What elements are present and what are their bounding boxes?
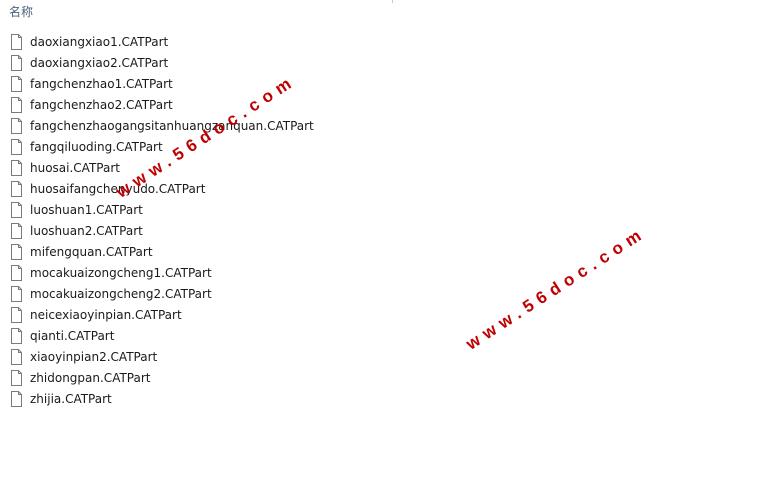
file-name[interactable]: luoshuan2.CATPart: [30, 223, 143, 238]
file-item[interactable]: luoshuan1.CATPart: [11, 199, 314, 220]
document-icon: [11, 33, 22, 50]
document-icon: [11, 201, 22, 218]
file-item[interactable]: mocakuaizongcheng2.CATPart: [11, 283, 314, 304]
document-icon: [11, 348, 22, 365]
file-name[interactable]: zhijia.CATPart: [30, 391, 112, 406]
file-item[interactable]: fangqiluoding.CATPart: [11, 136, 314, 157]
file-item[interactable]: huosaifangchenyudo.CATPart: [11, 178, 314, 199]
file-item[interactable]: luoshuan2.CATPart: [11, 220, 314, 241]
file-item[interactable]: zhidongpan.CATPart: [11, 367, 314, 388]
file-name[interactable]: daoxiangxiao1.CATPart: [30, 34, 169, 49]
document-icon: [11, 96, 22, 113]
file-item[interactable]: neicexiaoyinpian.CATPart: [11, 304, 314, 325]
file-name[interactable]: huosaifangchenyudo.CATPart: [30, 181, 206, 196]
file-item[interactable]: mifengquan.CATPart: [11, 241, 314, 262]
file-item[interactable]: zhijia.CATPart: [11, 388, 314, 409]
file-item[interactable]: huosai.CATPart: [11, 157, 314, 178]
file-name[interactable]: mocakuaizongcheng1.CATPart: [30, 265, 212, 280]
file-name[interactable]: luoshuan1.CATPart: [30, 202, 143, 217]
document-icon: [11, 138, 22, 155]
document-icon: [11, 285, 22, 302]
file-item[interactable]: fangchenzhao1.CATPart: [11, 73, 314, 94]
document-icon: [11, 75, 22, 92]
column-header-name[interactable]: 名称: [9, 5, 34, 19]
file-name[interactable]: qianti.CATPart: [30, 328, 115, 343]
file-item[interactable]: fangchenzhao2.CATPart: [11, 94, 314, 115]
document-icon: [11, 222, 22, 239]
file-name[interactable]: fangchenzhao1.CATPart: [30, 76, 173, 91]
document-icon: [11, 159, 22, 176]
document-icon: [11, 306, 22, 323]
document-icon: [11, 369, 22, 386]
document-icon: [11, 390, 22, 407]
file-item[interactable]: qianti.CATPart: [11, 325, 314, 346]
document-icon: [11, 180, 22, 197]
column-divider[interactable]: [392, 0, 393, 3]
file-name[interactable]: neicexiaoyinpian.CATPart: [30, 307, 182, 322]
file-name[interactable]: fangchenzhao2.CATPart: [30, 97, 173, 112]
watermark-text: www.56doc.com: [462, 222, 650, 354]
file-item[interactable]: fangchenzhaogangsitanhuangzanquan.CATPar…: [11, 115, 314, 136]
file-name[interactable]: huosai.CATPart: [30, 160, 120, 175]
file-name[interactable]: xiaoyinpian2.CATPart: [30, 349, 158, 364]
file-name[interactable]: daoxiangxiao2.CATPart: [30, 55, 169, 70]
file-item[interactable]: xiaoyinpian2.CATPart: [11, 346, 314, 367]
file-item[interactable]: daoxiangxiao2.CATPart: [11, 52, 314, 73]
file-item[interactable]: mocakuaizongcheng1.CATPart: [11, 262, 314, 283]
file-name[interactable]: fangqiluoding.CATPart: [30, 139, 163, 154]
document-icon: [11, 264, 22, 281]
document-icon: [11, 117, 22, 134]
file-name[interactable]: fangchenzhaogangsitanhuangzanquan.CATPar…: [30, 118, 314, 133]
file-name[interactable]: mifengquan.CATPart: [30, 244, 153, 259]
document-icon: [11, 54, 22, 71]
file-name[interactable]: zhidongpan.CATPart: [30, 370, 151, 385]
file-item[interactable]: daoxiangxiao1.CATPart: [11, 31, 314, 52]
document-icon: [11, 243, 22, 260]
file-name[interactable]: mocakuaizongcheng2.CATPart: [30, 286, 212, 301]
file-list: daoxiangxiao1.CATPart daoxiangxiao2.CATP…: [11, 31, 314, 409]
document-icon: [11, 327, 22, 344]
